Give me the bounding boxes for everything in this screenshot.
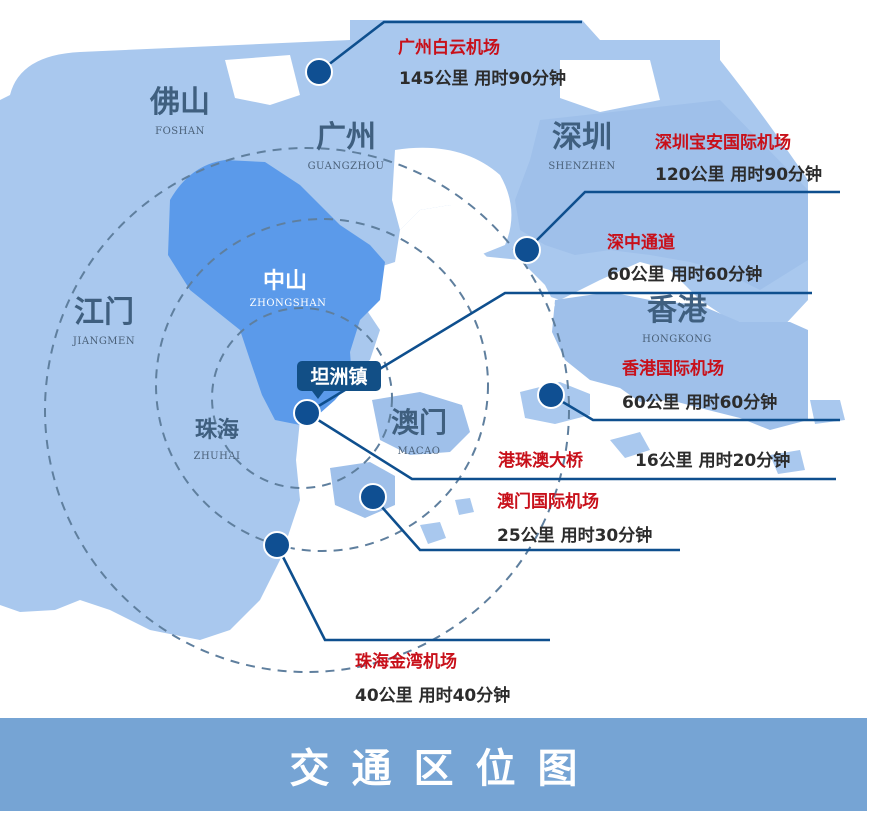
foshan-label: 佛山 — [149, 85, 210, 120]
baoan-airport-dot — [513, 236, 541, 264]
banner-title: 交通区位图 — [289, 745, 600, 792]
origin-callout-pointer — [312, 391, 324, 399]
jinwan-info: 40公里 用时40分钟 — [355, 685, 510, 706]
baiyun-info: 145公里 用时90分钟 — [399, 68, 566, 89]
shenzhen-label-en: SHENZHEN — [548, 161, 615, 172]
foshan-label-en: FOSHAN — [155, 126, 205, 137]
map-canvas: 佛山 FOSHAN 广州 GUANGZHOU 深圳 SHENZHEN 中山 ZH… — [0, 20, 845, 706]
macao-label-en: MACAO — [397, 446, 440, 457]
hk-airport-connector — [550, 393, 840, 422]
jiangmen-label: 江门 — [74, 295, 134, 330]
origin-label: 坦洲镇 — [310, 365, 367, 388]
hzmb-name: 港珠澳大桥 — [498, 450, 584, 471]
baoan-info: 120公里 用时90分钟 — [655, 164, 822, 185]
hzmb-connector — [306, 411, 836, 481]
shenzhong-info: 60公里 用时60分钟 — [607, 264, 762, 285]
hk-airport-name: 香港国际机场 — [622, 358, 724, 379]
jiangmen-label-en: JIANGMEN — [72, 336, 135, 347]
hk-airport-dot — [537, 381, 565, 409]
location-dots — [263, 58, 565, 559]
macao-label: 澳门 — [391, 406, 447, 439]
hk-airport-info: 60公里 用时60分钟 — [622, 392, 777, 413]
hongkong-label: 香港 — [647, 293, 708, 328]
shenzhong-name: 深中通道 — [607, 232, 675, 253]
region-labels: 佛山 FOSHAN 广州 GUANGZHOU 深圳 SHENZHEN 中山 ZH… — [72, 85, 712, 462]
shenzhen-label: 深圳 — [552, 120, 612, 155]
hongkong-label-en: HONGKONG — [642, 334, 712, 345]
zhongshan-region — [168, 160, 385, 425]
jinwan-connector — [275, 544, 550, 642]
macau-airport-name: 澳门国际机场 — [497, 491, 599, 512]
destination-labels: 广州白云机场 145公里 用时90分钟 深圳宝安国际机场 120公里 用时90分… — [355, 37, 822, 706]
baoan-connector — [526, 190, 840, 251]
origin-callout: 坦洲镇 — [297, 361, 381, 399]
jinwan-name: 珠海金湾机场 — [355, 651, 457, 672]
middle-ring — [155, 218, 489, 552]
inner-ring — [211, 307, 393, 489]
macau-airport-info: 25公里 用时30分钟 — [497, 525, 652, 546]
baiyun-connector — [318, 20, 582, 74]
distance-rings — [44, 147, 570, 673]
zhuhai-label-en: ZHUHAI — [194, 451, 241, 462]
origin-callout-box — [297, 361, 381, 391]
guangzhou-label: 广州 — [316, 120, 376, 155]
hzmb-info: 16公里 用时20分钟 — [635, 450, 790, 471]
zhongshan-label: 中山 — [263, 269, 307, 294]
outer-ring — [44, 147, 570, 673]
zhongshan-label-en: ZHONGSHAN — [250, 298, 327, 309]
tanzhou-dot — [293, 399, 321, 427]
landmass — [0, 20, 845, 640]
macau-airport-connector — [372, 496, 680, 552]
baiyun-airport-dot — [305, 58, 333, 86]
macau-airport-dot — [359, 483, 387, 511]
guangzhou-label-en: GUANGZHOU — [308, 161, 385, 172]
title-banner: 交通区位图 — [0, 718, 867, 811]
baoan-name: 深圳宝安国际机场 — [655, 132, 791, 153]
zhuhai-label: 珠海 — [195, 417, 239, 443]
baiyun-name: 广州白云机场 — [398, 37, 500, 58]
jinwan-airport-dot — [263, 531, 291, 559]
